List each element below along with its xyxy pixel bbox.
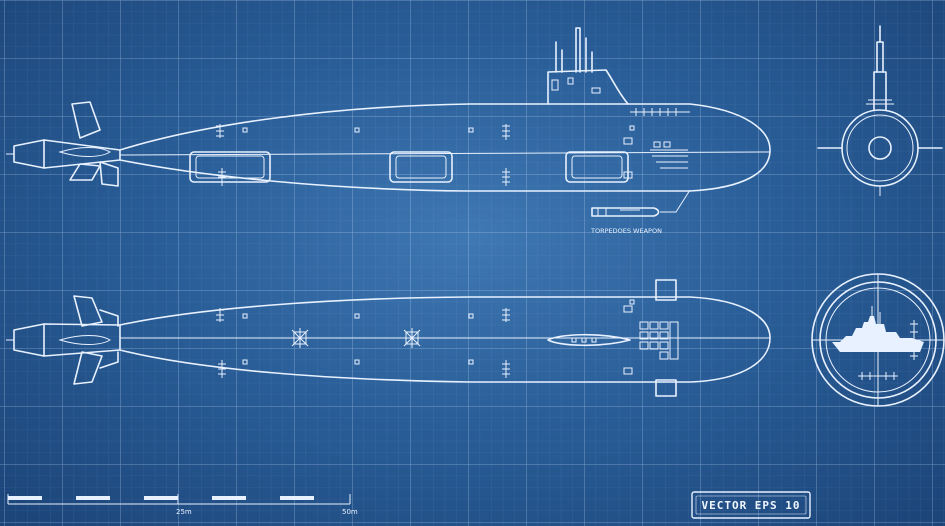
scale-bar: [7, 494, 351, 505]
submarine-front-view: [817, 25, 943, 196]
scale-label-50m: 50m: [342, 508, 358, 516]
submarine-top-view: [6, 279, 771, 397]
scale-label-25m: 25m: [176, 508, 192, 516]
version-badge-text: VECTOR EPS 10: [701, 499, 800, 512]
torpedo-label: TORPEDOES WEAPON: [590, 227, 662, 235]
version-badge: [691, 491, 811, 519]
submarine-side-view: [6, 27, 771, 217]
periscope-view: [811, 273, 945, 407]
